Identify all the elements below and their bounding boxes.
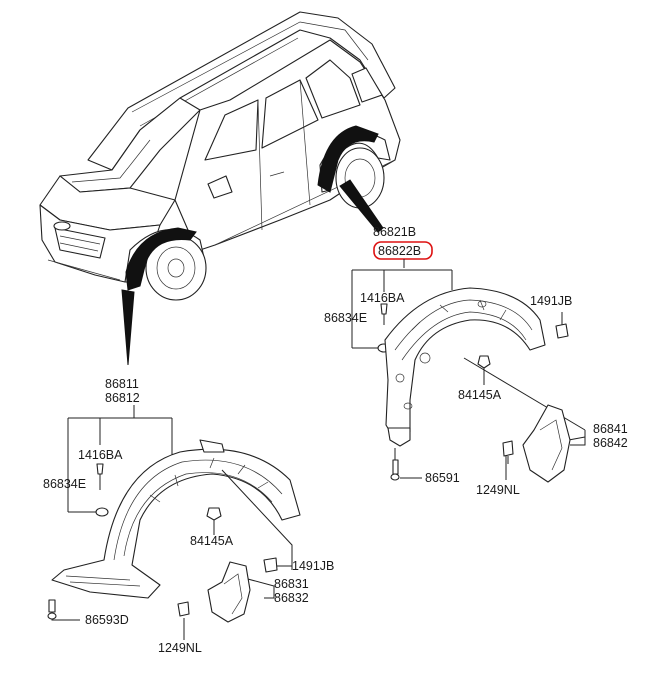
highlight-box [373,241,433,260]
front-group: 86811 86812 1416BA 86834E 84145A 1491JB … [43,377,334,655]
screw-icon [48,599,56,613]
mudguard-icon [207,561,251,623]
rear-group: 86821B 86822B 1416BA 86834E 1491JB 84145… [324,225,628,497]
nut-icon [477,355,491,369]
mudguard-icon [522,404,571,483]
clip-icon [555,323,569,339]
front-part-a-label: 86811 [105,377,139,391]
front-screw-mud-label: 1249NL [158,641,202,655]
front-screw-lower-label: 86593D [85,613,129,627]
rear-screw-lower-label: 86591 [425,471,460,485]
rear-clip-side-label: 86834E [324,311,367,325]
rear-clip-top-label: 1416BA [360,291,405,305]
rear-mudguard-b-label: 86842 [593,436,628,450]
front-part-b-label: 86812 [105,391,140,405]
rear-part-b-label: 86822B [378,244,421,258]
vehicle-illustration [39,11,401,366]
rear-part-a-label: 86821B [373,225,416,239]
screw-icon [392,459,399,475]
front-mudguard-a-label: 86831 [274,577,309,591]
front-clip-side-label: 86834E [43,477,86,491]
front-clip-right-label: 1491JB [292,559,334,573]
rear-clip-right-label: 1491JB [530,294,572,308]
rear-mudguard-a-label: 86841 [593,422,628,436]
front-nut-label: 84145A [190,534,234,548]
clip-icon [263,557,278,573]
front-clip-top-label: 1416BA [78,448,123,462]
washer-icon [95,507,109,517]
front-mudguard-b-label: 86832 [274,591,309,605]
rear-nut-label: 84145A [458,388,502,402]
nut-icon [206,507,222,521]
rear-screw-mud-label: 1249NL [476,483,520,497]
